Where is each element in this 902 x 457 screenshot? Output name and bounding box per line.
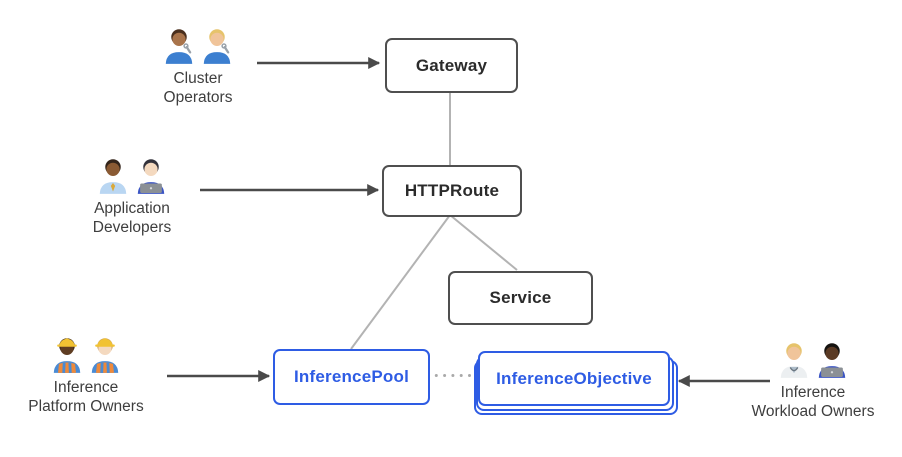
platform-owners-figures <box>6 335 166 373</box>
node-gateway-label: Gateway <box>415 55 488 75</box>
health-worker-icon <box>777 340 811 378</box>
application-developers-label-line1: Application <box>94 200 170 217</box>
persona-inference-workload-owners: Inference Workload Owners <box>733 340 893 421</box>
node-inferencepool-label: InferencePool <box>293 367 410 386</box>
workload-owners-label-line1: Inference <box>780 384 846 401</box>
edge-httproute-service <box>449 214 518 271</box>
man-mechanic-icon <box>162 26 196 64</box>
node-httproute-label: HTTPRoute <box>404 181 500 200</box>
woman-technologist-icon <box>134 156 168 194</box>
application-developers-label-line2: Developers <box>92 219 172 237</box>
cluster-operators-label-line1: Cluster <box>173 70 223 87</box>
node-inferenceobjective-label: InferenceObjective <box>496 368 652 388</box>
edge-httproute-inferencepool <box>350 214 451 350</box>
platform-owners-label-line2: Platform Owners <box>28 398 144 416</box>
persona-cluster-operators: Cluster Operators <box>128 26 268 107</box>
application-developers-figures <box>62 156 202 194</box>
man-office-worker-icon <box>96 156 130 194</box>
node-httproute: HTTPRoute <box>382 165 522 217</box>
persona-inference-platform-owners: Inference Platform Owners <box>6 335 166 416</box>
workload-owners-label-line2: Workload Owners <box>751 403 875 421</box>
node-gateway: Gateway <box>385 38 518 93</box>
cluster-operators-figures <box>128 26 268 64</box>
node-service: Service <box>448 271 593 325</box>
woman-construction-worker-icon <box>50 335 84 373</box>
node-service-label: Service <box>489 288 552 307</box>
workload-owners-figures <box>733 340 893 378</box>
woman-mechanic-icon <box>200 26 234 64</box>
node-inferencepool: InferencePool <box>273 349 430 405</box>
persona-application-developers: Application Developers <box>62 156 202 237</box>
man-technologist-icon <box>815 340 849 378</box>
node-inferenceobjective: InferenceObjective <box>478 351 670 406</box>
platform-owners-label-line1: Inference <box>53 379 119 396</box>
man-construction-worker-icon <box>88 335 122 373</box>
cluster-operators-label-line2: Operators <box>163 89 233 107</box>
